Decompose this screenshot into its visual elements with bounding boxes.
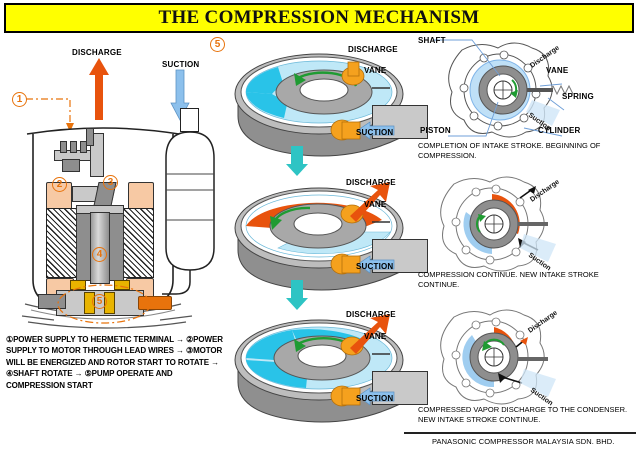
- stage-3-discharge-arrow: [340, 314, 390, 356]
- cross-section-1-spring-label: SPRING: [562, 92, 594, 101]
- marker-3: 3: [103, 175, 118, 190]
- stage-3-vane-label: VANE: [364, 332, 387, 341]
- cross-section-1-leaders: [434, 39, 565, 137]
- stage-1-discharge-port: [341, 61, 365, 86]
- stage-2-suction-port: [330, 253, 395, 275]
- bearing-right: [114, 280, 130, 290]
- stage-1-vane-label: VANE: [364, 66, 387, 75]
- cross-section-1-piston-label: PISTON: [420, 126, 451, 135]
- cross-section-3: Discharge Suction: [432, 305, 582, 423]
- footer-text: PANASONIC COMPRESSOR MALAYSIA SDN. BHD.: [432, 437, 615, 446]
- suction-pipe-connector: [138, 296, 172, 310]
- left-discharge-label: DISCHARGE: [72, 48, 122, 57]
- stator-right: [122, 208, 154, 278]
- marker-2: 2: [52, 177, 67, 192]
- stage-1-discharge-label: DISCHARGE: [348, 45, 398, 54]
- stage-3-suction-port: [330, 385, 395, 407]
- terminal-cover: [62, 159, 80, 172]
- stage-2-discharge-label: DISCHARGE: [346, 178, 396, 187]
- terminal-pin-3: [80, 141, 87, 153]
- accumulator: [160, 100, 218, 295]
- left-caption: ①POWER SUPPLY TO HERMETIC TERMINAL → ②PO…: [6, 335, 223, 390]
- suction-arrow-icon: [170, 69, 190, 121]
- marker-5: 5: [92, 294, 107, 309]
- discharge-arrow-icon: [89, 58, 109, 120]
- cross-section-1-vane-label: VANE: [546, 66, 569, 75]
- terminal-pin-1: [60, 141, 67, 153]
- cross-section-1-svg: Discharge Suction: [448, 42, 574, 138]
- compressor-base: [21, 315, 193, 329]
- stage-3-suction-label: SUCTION: [356, 394, 394, 403]
- page-title-banner: THE COMPRESSION MECHANISM: [4, 3, 634, 33]
- stage-3-caption: COMPRESSED VAPOR DISCHARGE TO THE CONDEN…: [418, 405, 628, 424]
- stage-1-marker: 5: [210, 37, 225, 52]
- accumulator-body: [162, 131, 215, 295]
- stator-left: [46, 208, 78, 278]
- stage-1-caption: COMPLETION OF INTAKE STROKE. BEGINNING O…: [418, 141, 601, 160]
- bearing-left: [70, 280, 86, 290]
- stage-1-cylinder-3d: [232, 42, 428, 170]
- stage-3-discharge-label: DISCHARGE: [346, 310, 396, 319]
- cross-section-1-cylinder-label: CYLINDER: [538, 126, 581, 135]
- stage-1-suction-port: [330, 119, 395, 141]
- stator-winding-top-right: [128, 182, 154, 210]
- stage-1-svg: [234, 53, 404, 157]
- stage-3-cylinder-3d: [232, 308, 428, 436]
- cross-section-2-svg: Discharge Suction: [440, 176, 561, 272]
- cross-section-1: Discharge Suction: [434, 38, 590, 156]
- discharge-tube-cap: [86, 128, 94, 146]
- stage-2-caption: COMPRESSION CONTINUE. NEW INTAKE STROKE …: [418, 270, 599, 289]
- stage-2-discharge-arrow: [340, 182, 390, 224]
- stage-2-vane-label: VANE: [364, 200, 387, 209]
- stage-1-suction-label: SUCTION: [356, 128, 394, 137]
- stage-connector-arrow-1: [286, 146, 308, 176]
- cross-section-3-svg: Discharge Suction: [440, 309, 559, 407]
- cross-section-2: Discharge Suction: [432, 172, 582, 290]
- pump-left-flange: [38, 294, 66, 309]
- stage-connector-arrow-2: [286, 280, 308, 310]
- page-title: THE COMPRESSION MECHANISM: [158, 7, 480, 28]
- marker-1-leader: [26, 98, 74, 132]
- stage-2-suction-label: SUCTION: [356, 262, 394, 271]
- terminal-pin-2: [70, 141, 77, 153]
- pump-flow-path: [57, 284, 151, 324]
- footer-divider: [404, 432, 636, 434]
- left-suction-label: SUCTION: [162, 60, 200, 69]
- marker-1: 1: [12, 92, 27, 107]
- cross-section-1-shaft-label: SHAFT: [418, 36, 446, 45]
- marker-4: 4: [92, 247, 107, 262]
- stage-2-cylinder-3d: [232, 176, 428, 304]
